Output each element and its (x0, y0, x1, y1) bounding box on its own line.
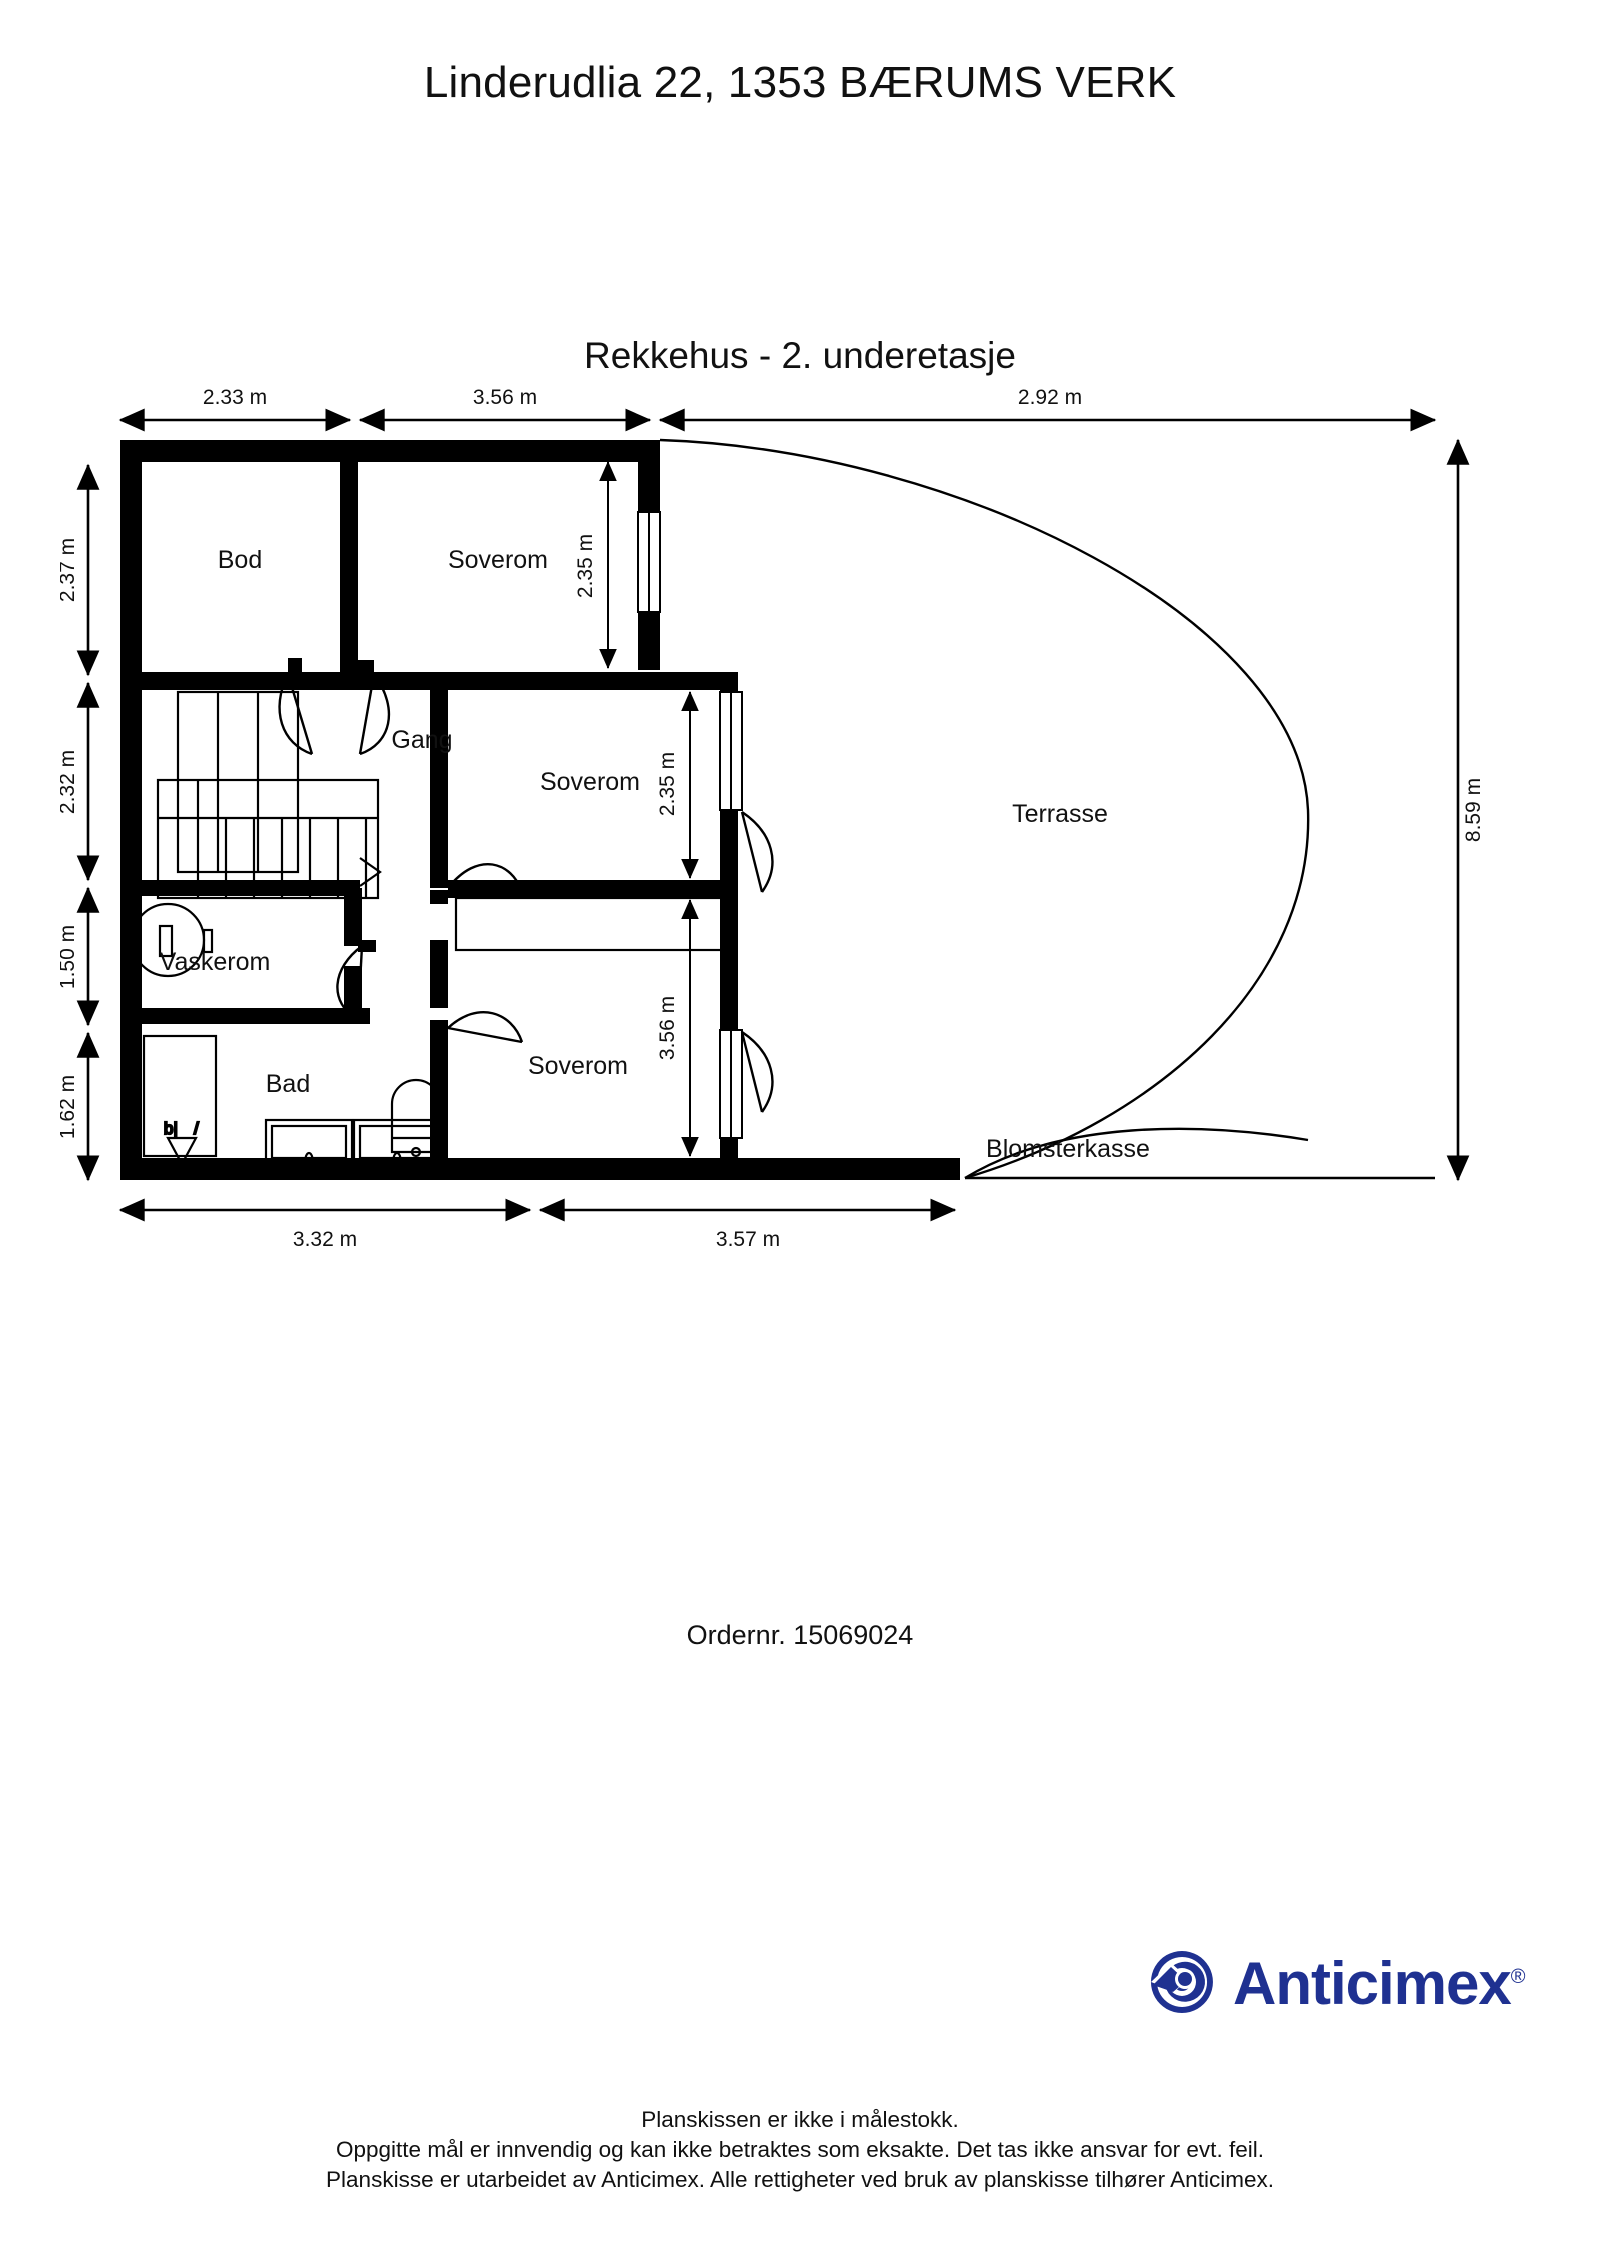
dimension-label: 1.62 m (60, 1075, 79, 1139)
dimension-label: 2.35 m (656, 752, 679, 816)
order-number: Ordernr. 15069024 (686, 1620, 914, 1650)
svg-text:/: / (194, 1119, 199, 1138)
dimension-right-1: 8.59 m (1446, 438, 1485, 1182)
dimension-left-1: 2.37 m (60, 463, 100, 677)
dimension-label: 2.37 m (60, 538, 79, 602)
door-group (278, 673, 774, 1113)
toilet-fixture (390, 1078, 442, 1158)
door-vaskerom (336, 945, 364, 1022)
door-soverom-2 (447, 862, 524, 894)
plan-subtitle: Rekkehus - 2. underetasje (584, 335, 1016, 376)
shower-fixture: b| / (142, 1034, 218, 1167)
room-label-vaskerom: Vaskerom (160, 948, 271, 976)
dimension-label: 2.35 m (574, 534, 597, 598)
room-label-blomsterkasse: Blomsterkasse (986, 1135, 1150, 1163)
brand-name: Anticimex (1233, 1950, 1512, 2017)
window-bedroom-2 (719, 691, 743, 811)
disclaimer-line-3: Planskisse er utarbeidet av Anticimex. A… (326, 2167, 1274, 2193)
dimension-label: 3.56 m (656, 996, 679, 1060)
registered-mark: ® (1510, 1966, 1526, 1988)
floor-plan-drawing: 2.33 m 3.56 m 2.92 m 2.37 m 2.32 m (60, 386, 1485, 1251)
anticimex-spiral-icon (1145, 1945, 1219, 2024)
room-label-soverom-2: Soverom (540, 768, 640, 796)
dimension-label: 8.59 m (1462, 778, 1485, 842)
room-label-soverom-1: Soverom (448, 546, 548, 574)
bottom-dimension-group: 3.32 m 3.57 m (118, 1198, 957, 1251)
dimension-bottom-2: 3.57 m (538, 1198, 957, 1251)
left-dimension-group: 2.37 m 2.32 m 1.50 m 1.62 m (60, 463, 100, 1182)
staircase (156, 690, 382, 900)
washer-fixture (130, 902, 214, 978)
dimension-label: 3.57 m (716, 1228, 780, 1251)
door-bod (278, 673, 314, 756)
interior-dimension-group: 2.35 m 2.35 m 3.56 m (574, 461, 699, 1157)
dimension-label: 3.32 m (293, 1228, 357, 1251)
door-bad (447, 1011, 524, 1044)
dimension-left-2: 2.32 m (60, 681, 100, 882)
terrasse-outline (659, 438, 1435, 1180)
anticimex-logo: Anticimex® (1145, 1930, 1525, 2038)
dimension-top-3: 2.92 m (658, 386, 1437, 432)
dimension-top-2: 3.56 m (358, 386, 652, 432)
room-label-bad: Bad (266, 1070, 310, 1098)
dimension-interior-3: 3.56 m (656, 899, 699, 1157)
dimension-top-1: 2.33 m (118, 386, 352, 432)
dimension-interior-2: 2.35 m (656, 691, 699, 879)
room-label-gang: Gang (391, 726, 452, 754)
dimension-label: 1.50 m (60, 925, 79, 989)
disclaimer-line-2: Oppgitte mål er innvendig og kan ikke be… (336, 2137, 1264, 2163)
disclaimer-line-1: Planskissen er ikke i målestokk. (641, 2107, 959, 2132)
room-label-bod: Bod (218, 546, 262, 574)
dimension-label: 3.56 m (473, 386, 537, 409)
room-label-group: Bod Soverom Soverom Soverom Gang Vaskero… (160, 546, 1150, 1163)
dimension-label: 2.92 m (1018, 386, 1082, 409)
svg-text:b|: b| (164, 1119, 178, 1138)
door-soverom-1 (358, 673, 391, 756)
top-dimension-group: 2.33 m 3.56 m 2.92 m (118, 386, 1437, 432)
room-label-terrasse: Terrasse (1012, 800, 1108, 828)
door-terrace-1 (740, 811, 774, 893)
dimension-left-4: 1.62 m (60, 1031, 100, 1182)
page-title: Linderudlia 22, 1353 BÆRUMS VERK (423, 58, 1177, 107)
room-label-soverom-3: Soverom (528, 1052, 628, 1080)
window-bedroom-3 (719, 1029, 743, 1139)
dimension-interior-1: 2.35 m (574, 461, 617, 669)
dimension-left-3: 1.50 m (60, 886, 100, 1027)
window-bedroom-1 (637, 511, 661, 613)
disclaimer-footer: Planskissen er ikke i målestokk. Oppgitt… (0, 2105, 1600, 2195)
dimension-bottom-1: 3.32 m (118, 1198, 532, 1251)
dimension-label: 2.33 m (203, 386, 267, 409)
anticimex-wordmark: Anticimex® (1233, 1954, 1525, 2014)
builtin-closet (454, 896, 732, 952)
dimension-label: 2.32 m (60, 750, 79, 814)
window-group (637, 511, 743, 1139)
door-terrace-2 (740, 1031, 774, 1113)
bathroom-fixtures: b| / (142, 1034, 442, 1173)
